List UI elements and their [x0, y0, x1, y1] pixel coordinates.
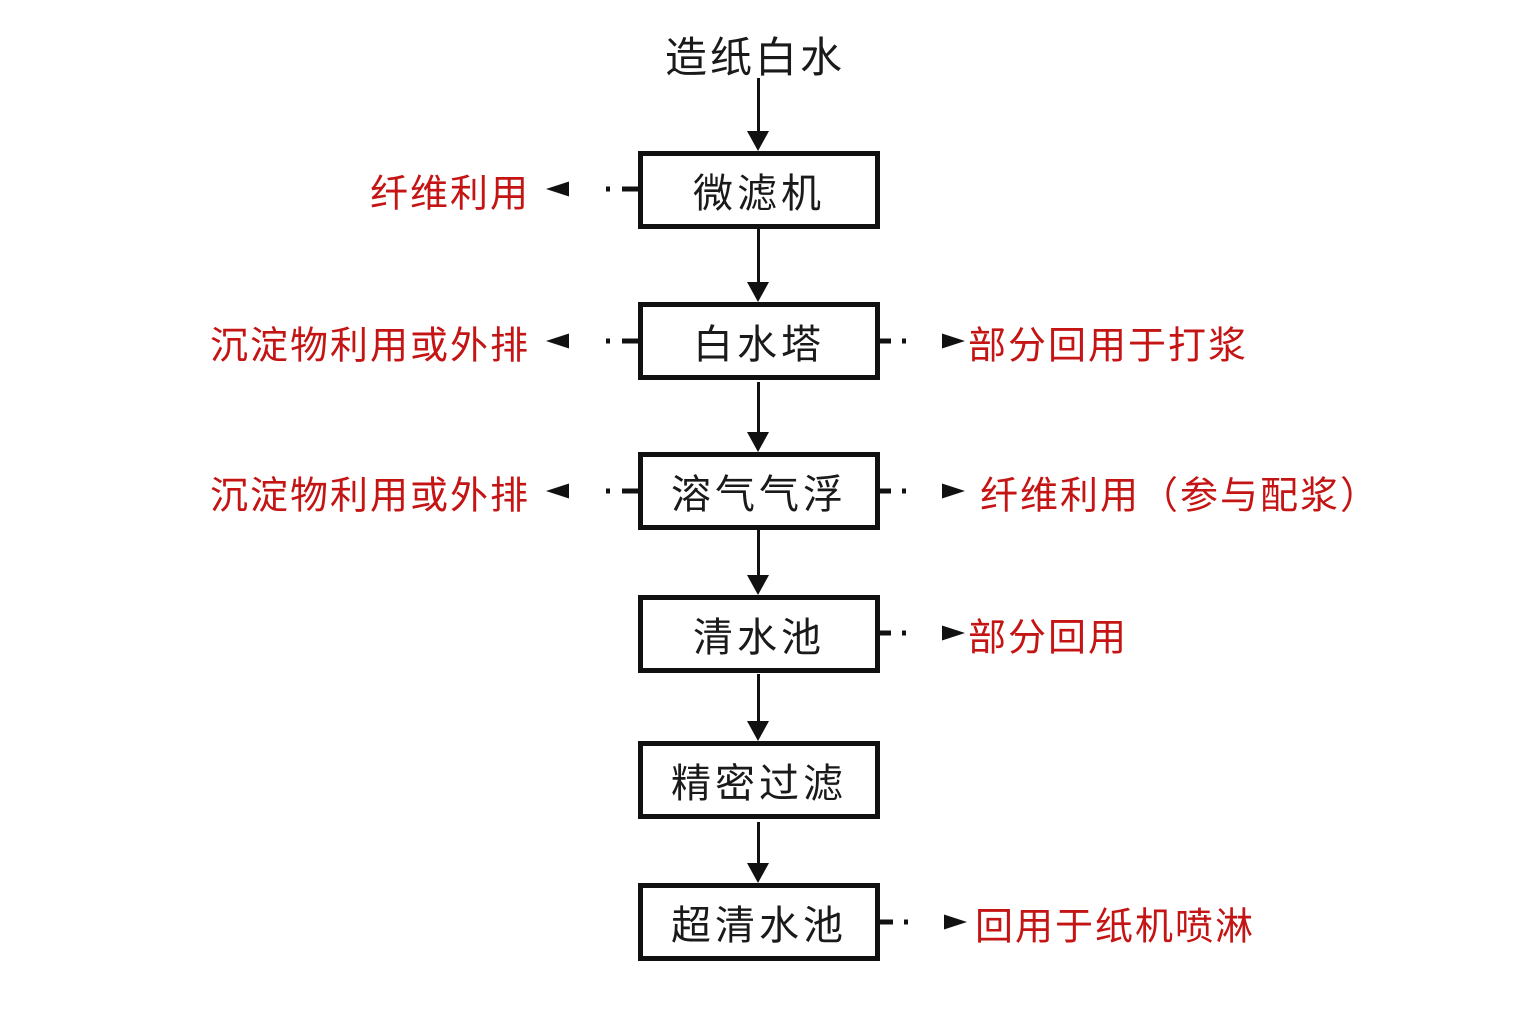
down-arrow-clearwater-to-precisionfilter — [747, 674, 769, 741]
label-fiber-reuse: 纤维利用 — [369, 173, 530, 216]
dash-dot-arrow-left-microfilter — [546, 181, 638, 197]
dash-dot-arrow-left-tower — [546, 333, 638, 349]
down-arrow-source-to-microfilter — [747, 78, 769, 151]
box-microfilter: 微滤机 — [638, 151, 880, 229]
label-partial-reuse: 部分回用 — [968, 617, 1129, 660]
source-label: 造纸白水 — [664, 36, 845, 82]
box-clearwater-tank: 清水池 — [638, 595, 880, 673]
label-partial-reuse-for-pulping: 部分回用于打浆 — [968, 325, 1249, 368]
label-reuse-paper-machine-shower: 回用于纸机喷淋 — [975, 906, 1256, 949]
box-dissolved-air-flotation: 溶气气浮 — [638, 452, 880, 530]
dash-dot-arrow-right-clearwater — [878, 625, 965, 641]
down-arrow-tower-to-daf — [747, 382, 769, 452]
label-fiber-reuse-stock-blending: 纤维利用（参与配浆） — [980, 475, 1381, 518]
dash-dot-arrow-right-daf — [878, 483, 965, 499]
box-precision-filter: 精密过滤 — [638, 741, 880, 819]
dash-dot-arrow-right-tower — [878, 333, 965, 349]
dash-dot-arrow-right-ultraclear — [880, 914, 967, 930]
label-sediment-reuse-or-discharge-1: 沉淀物利用或外排 — [209, 325, 530, 368]
box-ultra-clearwater-tank: 超清水池 — [638, 883, 880, 961]
down-arrow-daf-to-clearwater — [747, 530, 769, 595]
dash-dot-arrow-left-daf — [546, 483, 638, 499]
box-whitewater-tower: 白水塔 — [638, 302, 880, 380]
down-arrow-microfilter-to-tower — [747, 229, 769, 302]
label-sediment-reuse-or-discharge-2: 沉淀物利用或外排 — [209, 475, 530, 518]
down-arrow-precisionfilter-to-ultraclear — [747, 822, 769, 883]
